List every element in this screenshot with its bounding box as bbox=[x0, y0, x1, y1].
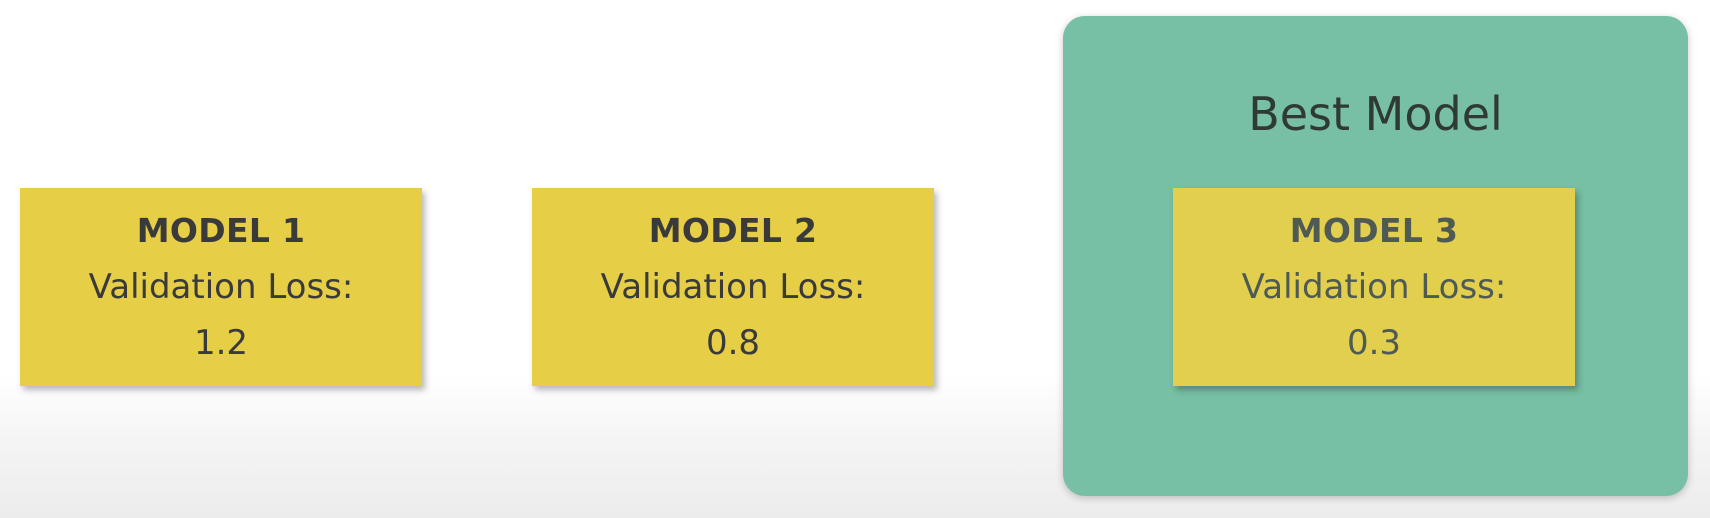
model-2-title: MODEL 2 bbox=[648, 211, 818, 250]
best-model-panel: Best Model MODEL 3 Validation Loss: 0.3 bbox=[1063, 16, 1688, 496]
model-2-card: MODEL 2 Validation Loss: 0.8 bbox=[532, 188, 934, 386]
model-2-loss-label: Validation Loss: bbox=[600, 267, 866, 307]
best-model-title: Best Model bbox=[1248, 87, 1503, 141]
model-1-loss-label: Validation Loss: bbox=[88, 267, 354, 307]
model-3-card: MODEL 3 Validation Loss: 0.3 bbox=[1173, 188, 1575, 386]
model-1-title: MODEL 1 bbox=[136, 211, 306, 250]
model-3-title: MODEL 3 bbox=[1289, 211, 1459, 250]
model-1-loss-value: 1.2 bbox=[193, 323, 249, 363]
model-2-loss-value: 0.8 bbox=[705, 323, 761, 363]
model-1-card: MODEL 1 Validation Loss: 1.2 bbox=[20, 188, 422, 386]
model-3-loss-label: Validation Loss: bbox=[1241, 267, 1507, 307]
model-3-loss-value: 0.3 bbox=[1346, 323, 1402, 363]
